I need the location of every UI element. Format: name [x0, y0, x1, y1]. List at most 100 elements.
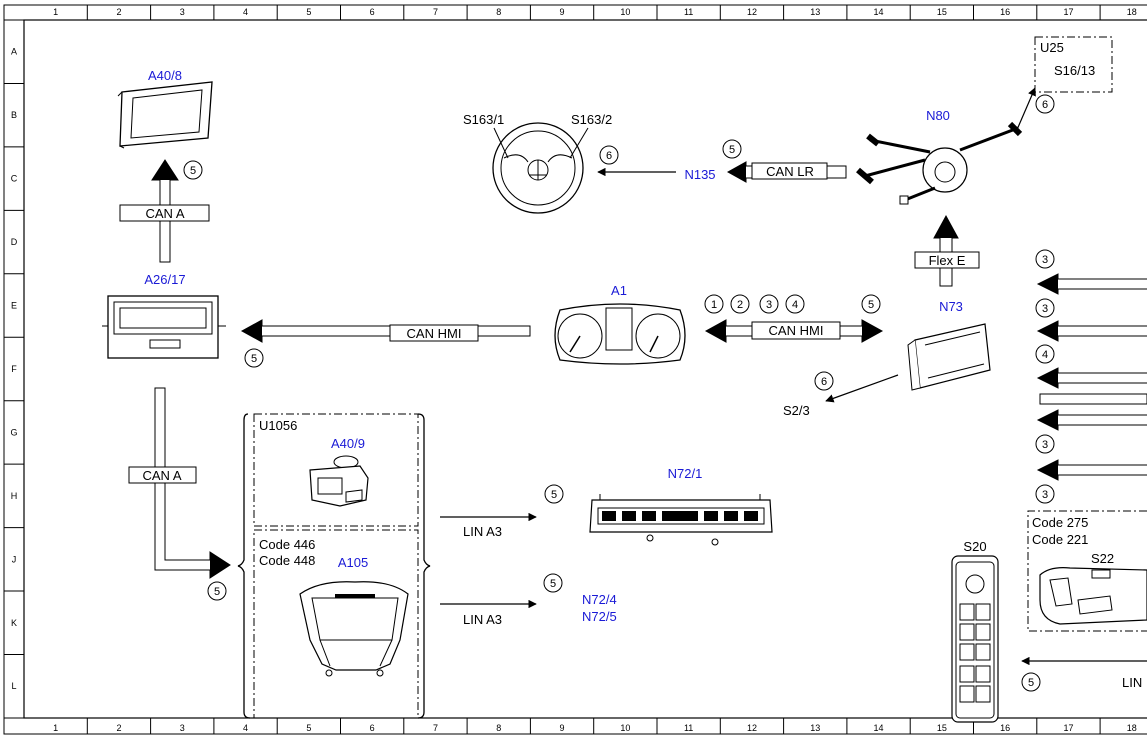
- row-ticks: [4, 82, 24, 719]
- label-code-275: Code 275: [1032, 515, 1088, 530]
- row-label: J: [12, 554, 17, 564]
- label-lin-a3-bottom: LIN A3: [463, 612, 502, 627]
- row-label: K: [11, 618, 17, 628]
- column-label: 7: [433, 723, 438, 733]
- column-module-n80-icon: [856, 121, 1023, 205]
- column-label: 3: [180, 723, 185, 733]
- label-a40-9: A40/9: [331, 436, 365, 451]
- label-a1: A1: [611, 283, 627, 298]
- column-label: 4: [243, 723, 248, 733]
- column-labels: 1122334455667788991010111112121313141415…: [53, 7, 1137, 733]
- column-label: 3: [180, 7, 185, 17]
- column-label: 13: [810, 7, 820, 17]
- circle-s20: 5: [1028, 677, 1034, 689]
- column-label: 2: [116, 7, 121, 17]
- label-code-221: Code 221: [1032, 532, 1088, 547]
- column-ticks: [86, 5, 1101, 734]
- circle-right-4: 3: [1042, 439, 1048, 451]
- column-label: 14: [874, 7, 884, 17]
- circle-a26-17: 5: [251, 353, 257, 365]
- circle-a1-4: 4: [792, 299, 798, 311]
- circle-a1-1: 1: [711, 299, 717, 311]
- drawing-frame: [3, 4, 1147, 735]
- column-label: 6: [370, 7, 375, 17]
- circle-n72-1: 5: [551, 489, 557, 501]
- column-label: 9: [560, 7, 565, 17]
- circle-right-2: 3: [1042, 303, 1048, 315]
- circle-steering: 6: [606, 150, 612, 162]
- label-n135: N135: [684, 167, 715, 182]
- label-s16-13: S16/13: [1054, 63, 1095, 78]
- label-lin-cut: LIN: [1122, 675, 1142, 690]
- column-label: 17: [1063, 723, 1073, 733]
- row-label: G: [10, 427, 17, 437]
- controller-a40-9-icon: [309, 455, 369, 507]
- row-label: L: [11, 681, 16, 691]
- right-edge-arrows: [1036, 273, 1147, 481]
- bus-flex-e: Flex E: [929, 253, 966, 268]
- column-label: 11: [684, 7, 693, 17]
- label-u1056: U1056: [259, 418, 297, 433]
- column-label: 14: [874, 723, 884, 733]
- unit-a26-17-icon: [102, 295, 226, 359]
- column-label: 8: [496, 723, 501, 733]
- column-label: 11: [684, 723, 693, 733]
- bus-can-hmi-left: CAN HMI: [407, 326, 462, 341]
- column-label: 16: [1000, 7, 1010, 17]
- bus-can-hmi-right: CAN HMI: [769, 323, 824, 338]
- column-label: 1: [53, 723, 58, 733]
- label-s22: S22: [1091, 551, 1114, 566]
- console-a105-icon: [299, 581, 409, 677]
- circle-a40-8: 5: [190, 165, 196, 177]
- row-label: C: [11, 174, 18, 184]
- switch-panel-s20-icon: [951, 555, 999, 723]
- label-a105: A105: [338, 555, 368, 570]
- column-label: 10: [620, 723, 630, 733]
- bus-can-lr: CAN LR: [766, 164, 814, 179]
- column-label: 18: [1127, 723, 1137, 733]
- bus-can-a-left: CAN A: [142, 468, 181, 483]
- column-label: 15: [937, 723, 947, 733]
- label-n72-1: N72/1: [668, 466, 703, 481]
- column-label: 5: [306, 723, 311, 733]
- column-label: 16: [1000, 723, 1010, 733]
- column-label: 2: [116, 723, 121, 733]
- column-label: 8: [496, 7, 501, 17]
- label-code-446: Code 446: [259, 537, 315, 552]
- arrow-can-hmi-left: [240, 319, 531, 343]
- column-label: 4: [243, 7, 248, 17]
- row-label: E: [11, 301, 17, 311]
- row-label: H: [11, 491, 18, 501]
- column-label: 17: [1063, 7, 1073, 17]
- circle-right-5: 3: [1042, 489, 1048, 501]
- label-a40-8: A40/8: [148, 68, 182, 83]
- circle-right-3: 4: [1042, 349, 1048, 361]
- column-label: 12: [747, 7, 757, 17]
- column-label: 5: [306, 7, 311, 17]
- label-s163-1: S163/1: [463, 112, 504, 127]
- label-n73: N73: [939, 299, 963, 314]
- column-label: 18: [1127, 7, 1137, 17]
- seat-switch-s22-icon: [1039, 567, 1147, 625]
- circle-can-a: 5: [214, 586, 220, 598]
- bracket-group-left: [237, 413, 431, 719]
- row-label: D: [11, 237, 18, 247]
- module-n73-icon: [907, 323, 991, 391]
- label-code-448: Code 448: [259, 553, 315, 568]
- label-n80: N80: [926, 108, 950, 123]
- panel-n72-1-icon: [589, 494, 773, 546]
- label-n72-5: N72/5: [582, 609, 617, 624]
- display-a40-8-icon: [117, 81, 213, 149]
- circle-a1-3: 3: [766, 299, 772, 311]
- label-a26-17: A26/17: [144, 272, 185, 287]
- column-label: 7: [433, 7, 438, 17]
- circle-right-1: 3: [1042, 254, 1048, 266]
- column-label: 9: [560, 723, 565, 733]
- label-lin-a3-top: LIN A3: [463, 524, 502, 539]
- label-s20: S20: [963, 539, 986, 554]
- circle-a1-2: 2: [737, 299, 743, 311]
- column-label: 6: [370, 723, 375, 733]
- steering-wheel-icon: [492, 122, 589, 214]
- row-label: B: [11, 110, 17, 120]
